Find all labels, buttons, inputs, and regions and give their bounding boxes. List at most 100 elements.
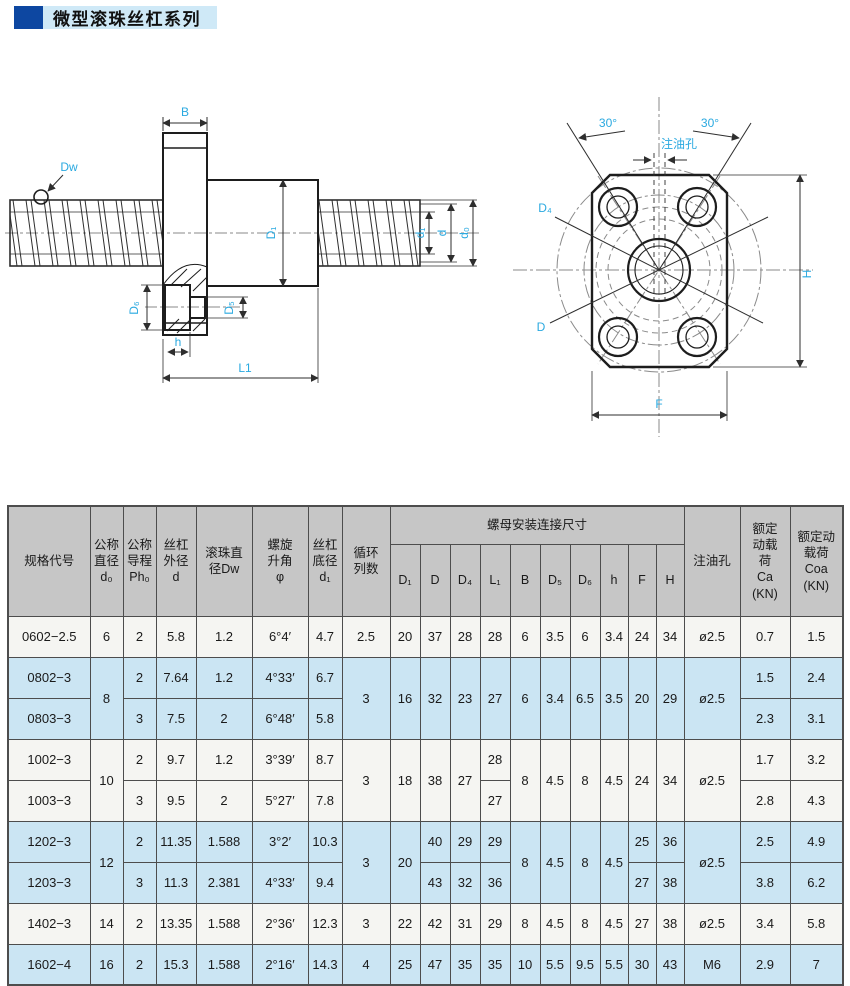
header-cell: 额定 动载 荷 Ca (KN) (739, 505, 791, 617)
value-cell: 9.4 (307, 861, 343, 904)
value-cell: 2 (122, 615, 157, 658)
dim-label-b: B (181, 105, 189, 119)
value-cell: ø2.5 (683, 656, 741, 740)
value-cell: 38 (655, 861, 685, 904)
value-cell: 18 (389, 738, 421, 822)
value-cell: 25 (627, 820, 657, 863)
oil-hole-label: 注油孔 (661, 136, 697, 151)
value-cell: 6.7 (307, 656, 343, 699)
value-cell: 27 (627, 902, 657, 945)
subheader-cell: D₅ (539, 543, 571, 617)
value-cell: 28 (449, 615, 481, 658)
value-cell: ø2.5 (683, 902, 741, 945)
spec-code-cell: 1203−3 (7, 861, 91, 904)
value-cell: ø2.5 (683, 738, 741, 822)
value-cell: 16 (89, 943, 124, 986)
spec-code-cell: 0602−2.5 (7, 615, 91, 658)
value-cell: 10 (509, 943, 541, 986)
value-cell: 37 (419, 615, 451, 658)
value-cell: 43 (655, 943, 685, 986)
value-cell: 30 (627, 943, 657, 986)
value-cell: 38 (419, 738, 451, 822)
value-cell: 6 (89, 615, 124, 658)
value-cell: 4.5 (539, 820, 571, 904)
value-cell: 28 (479, 615, 511, 658)
spec-code-cell: 1202−3 (7, 820, 91, 863)
value-cell: 20 (627, 656, 657, 740)
value-cell: 5°27′ (251, 779, 309, 822)
value-cell: 2 (122, 738, 157, 781)
value-cell: 8 (89, 656, 124, 740)
ball (33, 174, 64, 205)
value-cell: 8 (569, 902, 601, 945)
value-cell: 1.588 (195, 902, 253, 945)
subheader-cell: h (599, 543, 629, 617)
construction-lines (513, 97, 813, 437)
value-cell: 2 (122, 943, 157, 986)
value-cell: 2.5 (341, 615, 391, 658)
subheader-cell: D₁ (389, 543, 421, 617)
value-cell: 1.5 (739, 656, 791, 699)
subheader-cell: F (627, 543, 657, 617)
dim-label-d4: D₄ (538, 201, 552, 215)
value-cell: 3 (122, 861, 157, 904)
header-cell: 丝杠 底径 d₁ (307, 505, 343, 617)
value-cell: 42 (419, 902, 451, 945)
value-cell: 8 (509, 820, 541, 904)
value-cell: 29 (449, 820, 481, 863)
value-cell: 2.4 (789, 656, 844, 699)
value-cell: 3°39′ (251, 738, 309, 781)
header-cell: 公称 导程 Ph₀ (122, 505, 157, 617)
value-cell: 2 (122, 902, 157, 945)
dim-label-f: F (655, 397, 662, 411)
value-cell: 10.3 (307, 820, 343, 863)
subheader-cell: D₆ (569, 543, 601, 617)
value-cell: 1.2 (195, 738, 253, 781)
bolt-holes (597, 186, 718, 358)
value-cell: 6 (509, 615, 541, 658)
value-cell: 3 (341, 738, 391, 822)
value-cell: 38 (655, 902, 685, 945)
header-cell: 注油孔 (683, 505, 741, 617)
value-cell: 47 (419, 943, 451, 986)
value-cell: 0.7 (739, 615, 791, 658)
value-cell: 24 (627, 615, 657, 658)
value-cell: 11.35 (155, 820, 197, 863)
value-cell: 4.5 (539, 738, 571, 822)
value-cell: 32 (419, 656, 451, 740)
value-cell: 3.2 (789, 738, 844, 781)
value-cell: 8 (569, 738, 601, 822)
value-cell: 32 (449, 861, 481, 904)
header-cell: 丝杠 外径 d (155, 505, 197, 617)
value-cell: 36 (479, 861, 511, 904)
value-cell: 6 (569, 615, 601, 658)
value-cell: 4.9 (789, 820, 844, 863)
value-cell: 1.7 (739, 738, 791, 781)
value-cell: 10 (89, 738, 124, 822)
front-dimension-lines (549, 122, 807, 421)
header-cell: 额定动 载荷 Coa (KN) (789, 505, 844, 617)
value-cell: 5.8 (789, 902, 844, 945)
value-cell: 28 (479, 738, 511, 781)
value-cell: 43 (419, 861, 451, 904)
page-title: 微型滚珠丝杠系列 (53, 10, 201, 29)
value-cell: 3 (341, 902, 391, 945)
dim-label-d1-nut: D₁ (264, 227, 278, 240)
dim-label-d-bolt: D (537, 320, 546, 334)
value-cell: 1.588 (195, 943, 253, 986)
value-cell: 20 (389, 820, 421, 904)
value-cell: 6.5 (569, 656, 601, 740)
value-cell: 15.3 (155, 943, 197, 986)
dim-label-d: d (435, 230, 449, 237)
value-cell: 3°2′ (251, 820, 309, 863)
value-cell: 14 (89, 902, 124, 945)
value-cell: 1.2 (195, 656, 253, 699)
value-cell: 2°16′ (251, 943, 309, 986)
value-cell: 3.4 (539, 656, 571, 740)
value-cell: 29 (479, 820, 511, 863)
value-cell: 31 (449, 902, 481, 945)
